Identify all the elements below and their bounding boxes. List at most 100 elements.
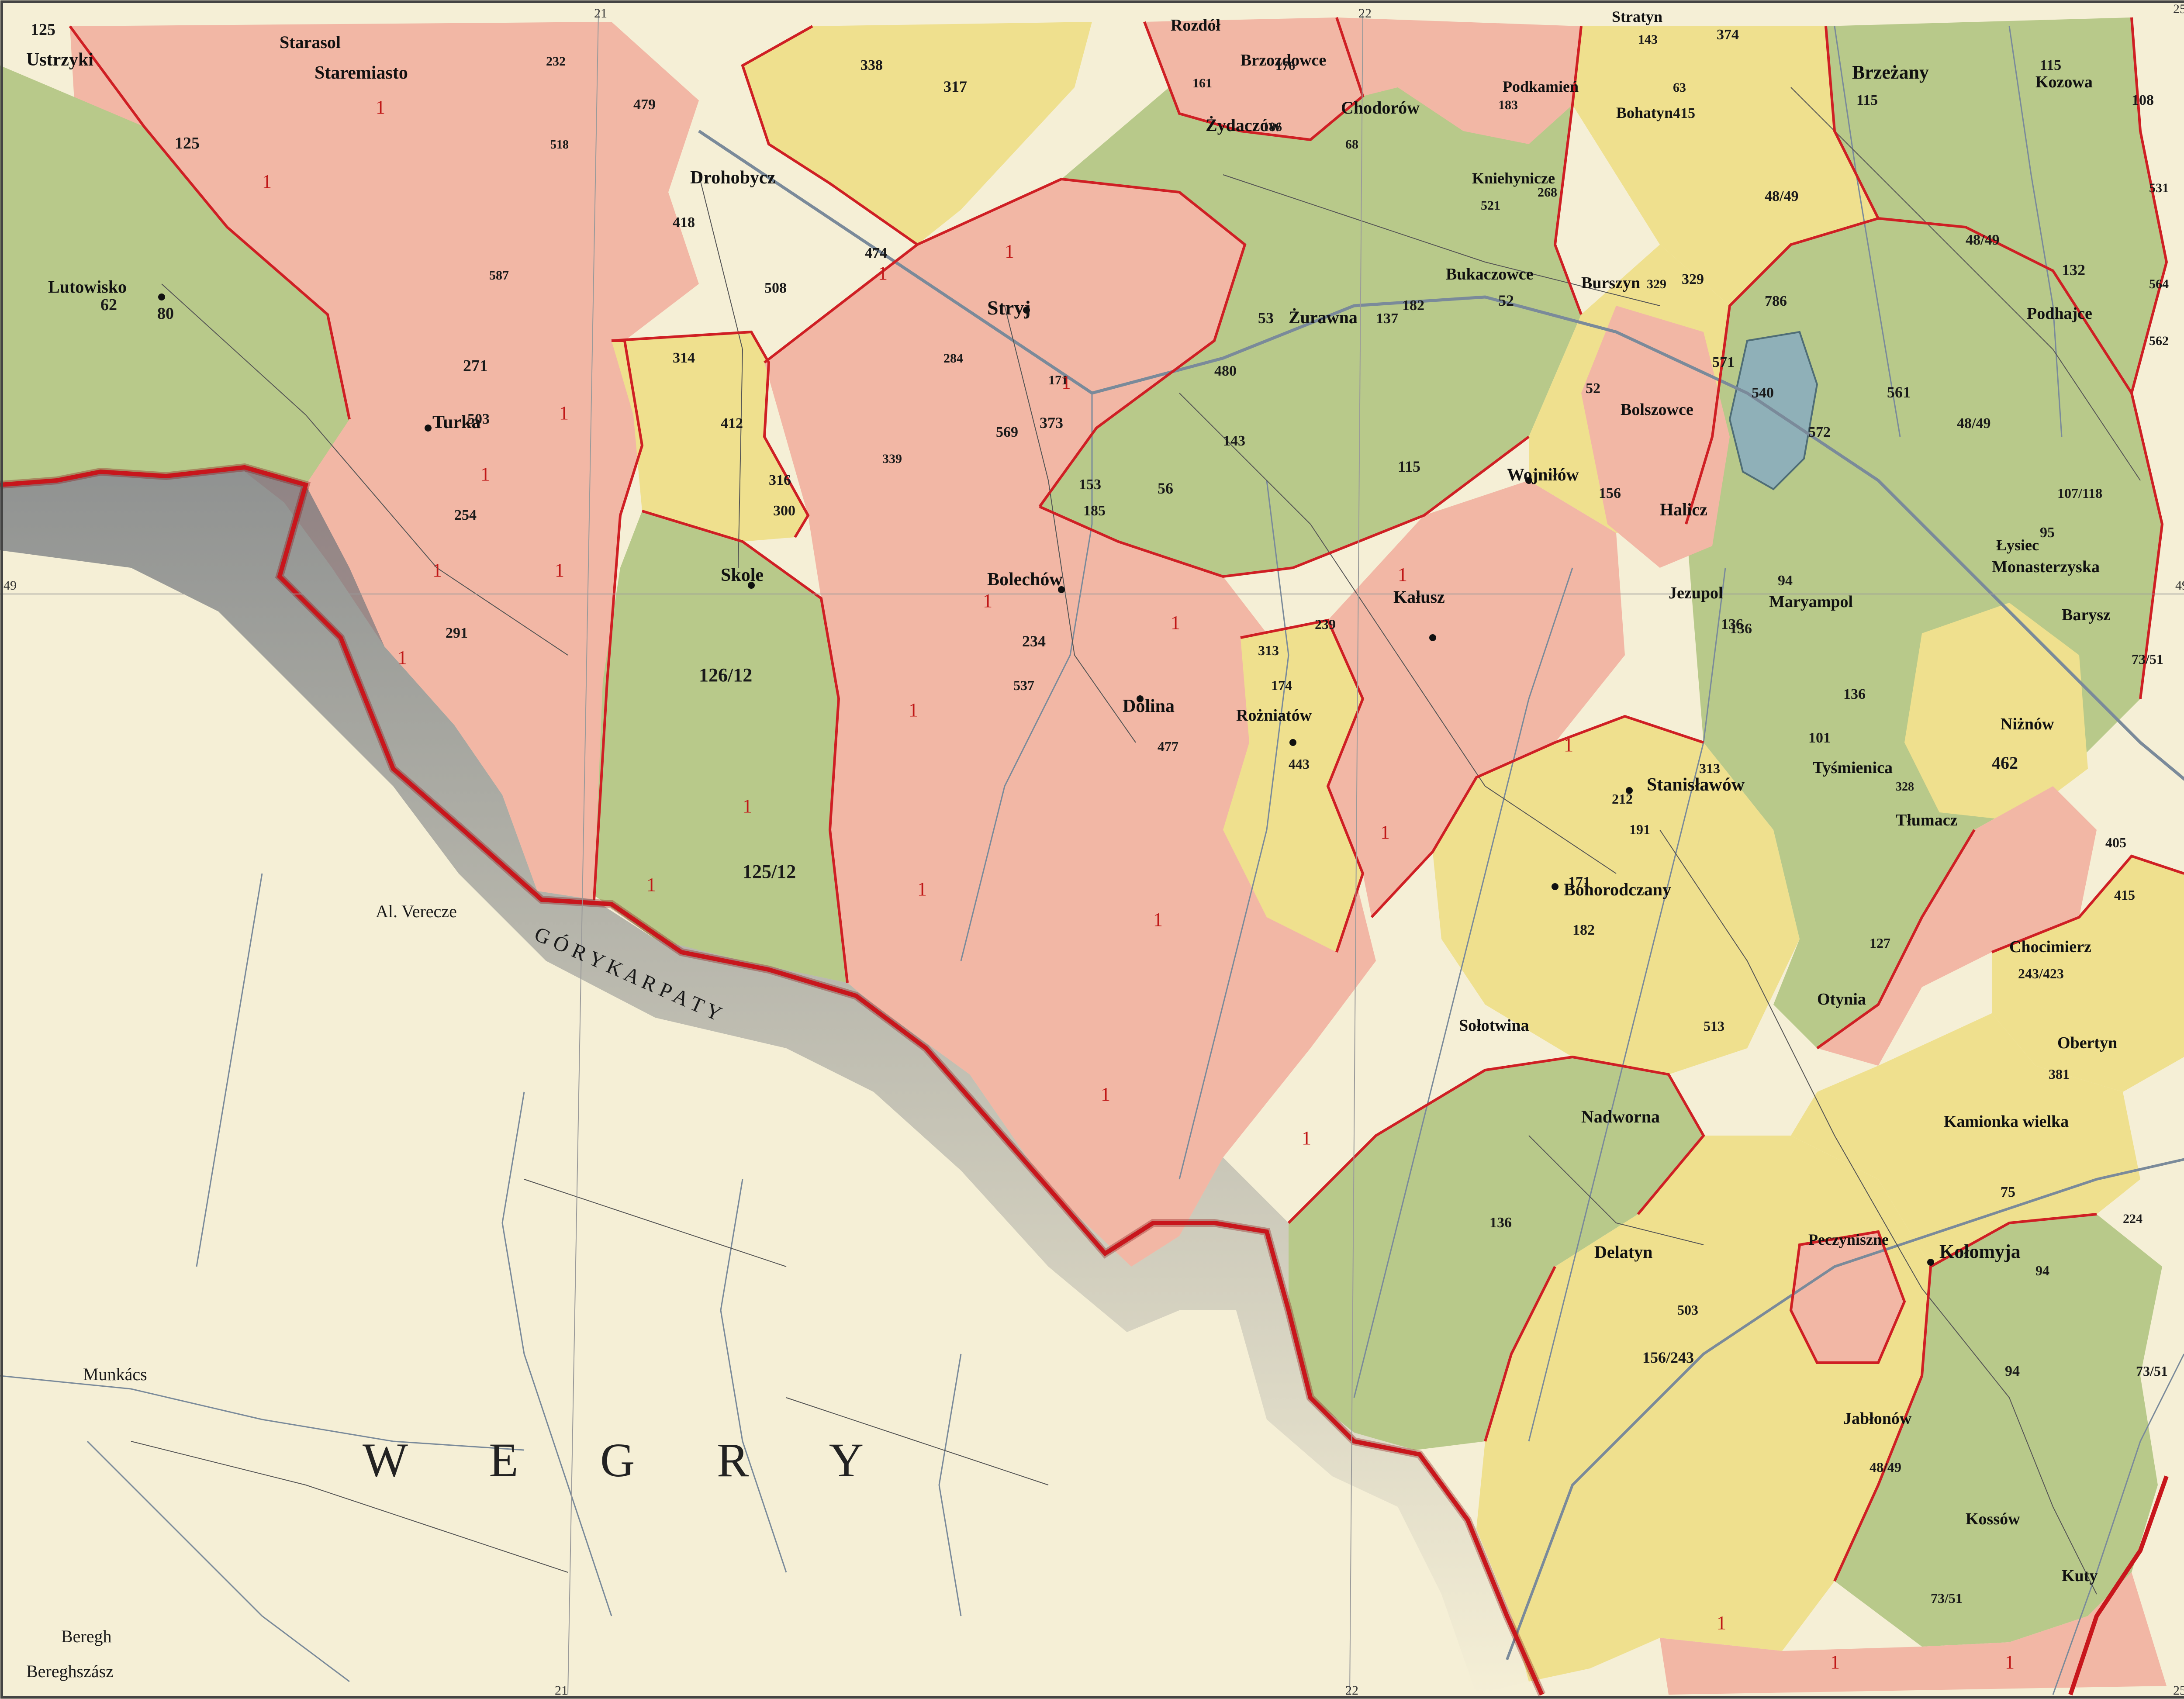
zone-number: 73/51 [1931,1590,1963,1606]
zone-number: 191 [1629,822,1650,837]
zone-pink-central [764,179,1376,1267]
zone-number: 125 [31,21,55,39]
zone-number-red: 1 [480,463,490,485]
district-line-11 [1833,1213,2097,1582]
zone-number: 587 [489,268,509,283]
zone-yellow-obertyn [1791,1013,2140,1267]
zone-number: 94 [1778,573,1793,589]
zone-number: 531 [2149,181,2169,195]
zone-number: 94 [2035,1263,2049,1278]
zone-yellow-east-north [1572,26,1878,306]
town-chodorow: Chodorów [1341,98,1420,117]
zone-yellow-bohorodczany [1433,716,1800,1074]
town-dot [1927,1259,1934,1266]
zone-number: 107/118 [2057,485,2102,501]
zone-number: 63 [1673,80,1686,95]
zone-number: 62 [100,296,117,314]
town-dot [158,294,165,300]
district-line-13 [1816,829,1976,1050]
town-dot [748,582,755,589]
coord-label-top-21: 21 [594,6,607,21]
zone-number: 185 [1083,503,1106,519]
zone-number: 415 [1673,105,1695,121]
coord-label-top-22: 22 [1358,6,1372,21]
zone-number: 156/243 [1642,1349,1694,1366]
rivers-layer [0,26,2184,1695]
zone-number: 52 [1498,292,1514,309]
zone-number: 415 [2114,887,2135,903]
zone-number: 338 [860,57,883,73]
zone-number: 284 [943,351,963,366]
meridian-22 [1349,13,1363,1695]
town-barysz: Barysz [2062,606,2111,624]
town-bukaczowce: Bukaczowce [1446,265,1534,283]
zone-number: 224 [2123,1212,2143,1226]
town-podkamien: Podkamień [1503,78,1579,95]
zone-number: 503 [467,411,490,427]
zone-number-red: 1 [1398,564,1407,585]
town-zurawna: Żurawna [1289,307,1358,327]
zone-number: 271 [463,357,488,375]
zone-number: 474 [865,245,887,261]
town-turka: Turka [432,412,481,432]
zone-number: 95 [2040,525,2055,541]
road-8 [1223,174,1660,306]
zone-pink-rozdol [1144,17,1363,140]
zone-number: 182 [1402,297,1424,314]
district-line-4 [642,510,849,983]
zone-number-red: 1 [1380,822,1390,843]
zone-pink-kalusz [1328,480,1625,917]
zone-number: 300 [773,503,795,519]
town-kamionka-wielka: Kamionka wielka [1944,1112,2069,1131]
town-peczyniszne: Peczyniszne [1808,1231,1889,1248]
town-burszyn: Burszyn [1581,274,1640,292]
zone-number: 137 [1376,311,1398,327]
zone-number: 503 [1677,1302,1698,1318]
town-nadworna: Nadworna [1581,1107,1660,1126]
foreign-town-beregh: Beregh [61,1626,112,1646]
zone-number: 108 [2132,92,2154,108]
town-kolomya: Kołomyja [1939,1241,2021,1262]
town-rozniatow: Rożniatów [1236,706,1312,725]
road-11 [786,1397,1049,1485]
town-podhajce: Podhajce [2027,304,2092,323]
town-starasol: Starasol [280,32,341,52]
mountain-shade-west [0,467,1529,1695]
district-line-16 [1825,26,1880,219]
district-line-1 [69,25,351,420]
district-line-15 [1553,26,1583,315]
zone-number-red: 1 [376,97,385,118]
zone-number-red: 1 [983,590,992,611]
town-delatyn: Delatyn [1594,1242,1652,1262]
river-hungary-2 [720,1179,787,1573]
zone-number: 477 [1158,739,1178,754]
river-bystrzyca [1528,567,1726,1442]
town-tysmienica: Tyśmienica [1813,759,1893,777]
zone-number: 571 [1712,354,1735,370]
zone-number-red: 1 [917,878,927,900]
town-bolszowce: Bolszowce [1621,401,1693,419]
road-10 [131,1441,568,1573]
district-line-18 [1143,17,1365,142]
road-1 [161,283,568,656]
zone-number: 537 [1013,677,1034,693]
town-dot [1023,307,1030,314]
town-solotwina: Sołotwina [1459,1016,1529,1035]
zone-pink-tlumacz [1817,786,2097,1066]
road-6 [1921,1288,2097,1595]
zone-number-red: 1 [909,699,918,721]
zone-number-red: 1 [2005,1651,2015,1673]
zone-number: 171 [1568,874,1590,890]
zone-number: 339 [882,452,902,466]
zone-number: 183 [1498,98,1518,112]
zone-number: 125 [175,134,200,152]
zone-number: 136 [1489,1215,1512,1231]
zone-green-skole [594,511,847,983]
town-ustrzyki: Ustrzyki [26,50,93,70]
zone-number-red: 1 [1564,734,1573,756]
town-monasterzyska: Monasterzyska [1992,558,2100,576]
district-line-9 [1287,1055,1705,1224]
town-kozowa: Kozowa [2035,73,2093,91]
zone-number: 521 [1481,198,1500,213]
